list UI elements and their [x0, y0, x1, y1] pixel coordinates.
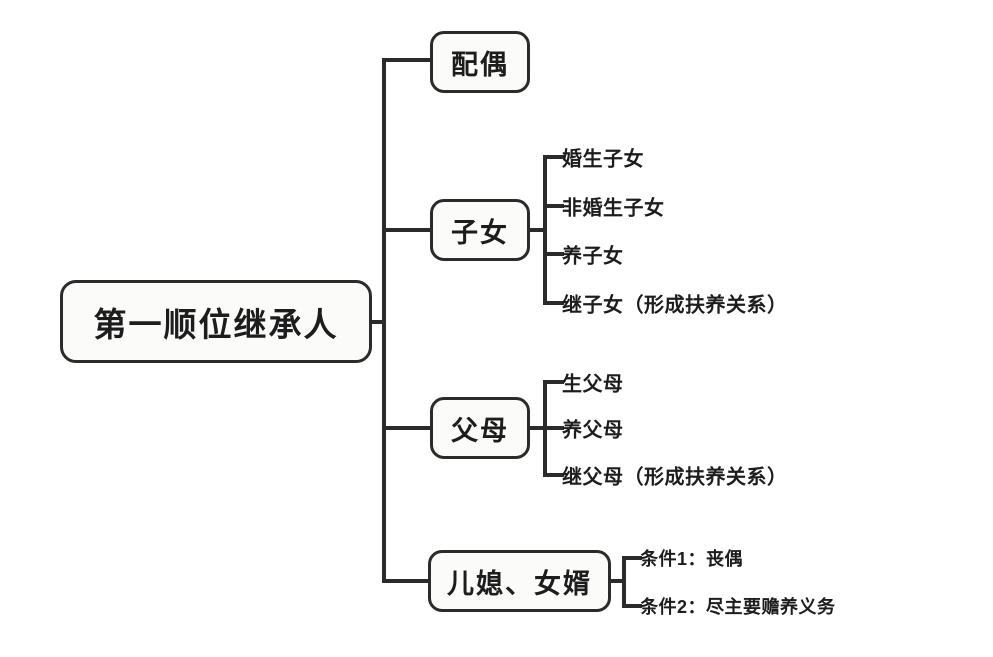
node-parents-label: 父母 — [451, 415, 509, 446]
node-parents[interactable]: 父母 — [430, 397, 530, 459]
leaf-children-4: 继子女（形成扶养关系） — [562, 294, 788, 317]
node-spouse[interactable]: 配偶 — [430, 31, 530, 93]
leaf-inlaws-condition-2: 条件2：尽主要赡养义务 — [640, 597, 836, 617]
leaf-children-1: 婚生子女 — [562, 148, 644, 171]
leaf-children-3: 养子女 — [562, 245, 624, 268]
node-inlaws-label: 儿媳、女婿 — [447, 568, 592, 599]
node-root-first-order-heir[interactable]: 第一顺位继承人 — [60, 280, 372, 363]
leaf-parents-3: 继父母（形成扶养关系） — [562, 466, 788, 489]
node-children[interactable]: 子女 — [430, 199, 530, 261]
leaf-parents-2: 养父母 — [562, 419, 624, 442]
leaf-children-2: 非婚生子女 — [562, 197, 665, 220]
node-root-label: 第一顺位继承人 — [93, 305, 339, 343]
leaf-inlaws-condition-1: 条件1：丧偶 — [640, 549, 744, 569]
leaf-parents-1: 生父母 — [562, 373, 624, 396]
node-spouse-label: 配偶 — [451, 49, 509, 80]
node-children-label: 子女 — [451, 217, 509, 248]
node-daughter-in-law-son-in-law[interactable]: 儿媳、女婿 — [428, 550, 611, 612]
